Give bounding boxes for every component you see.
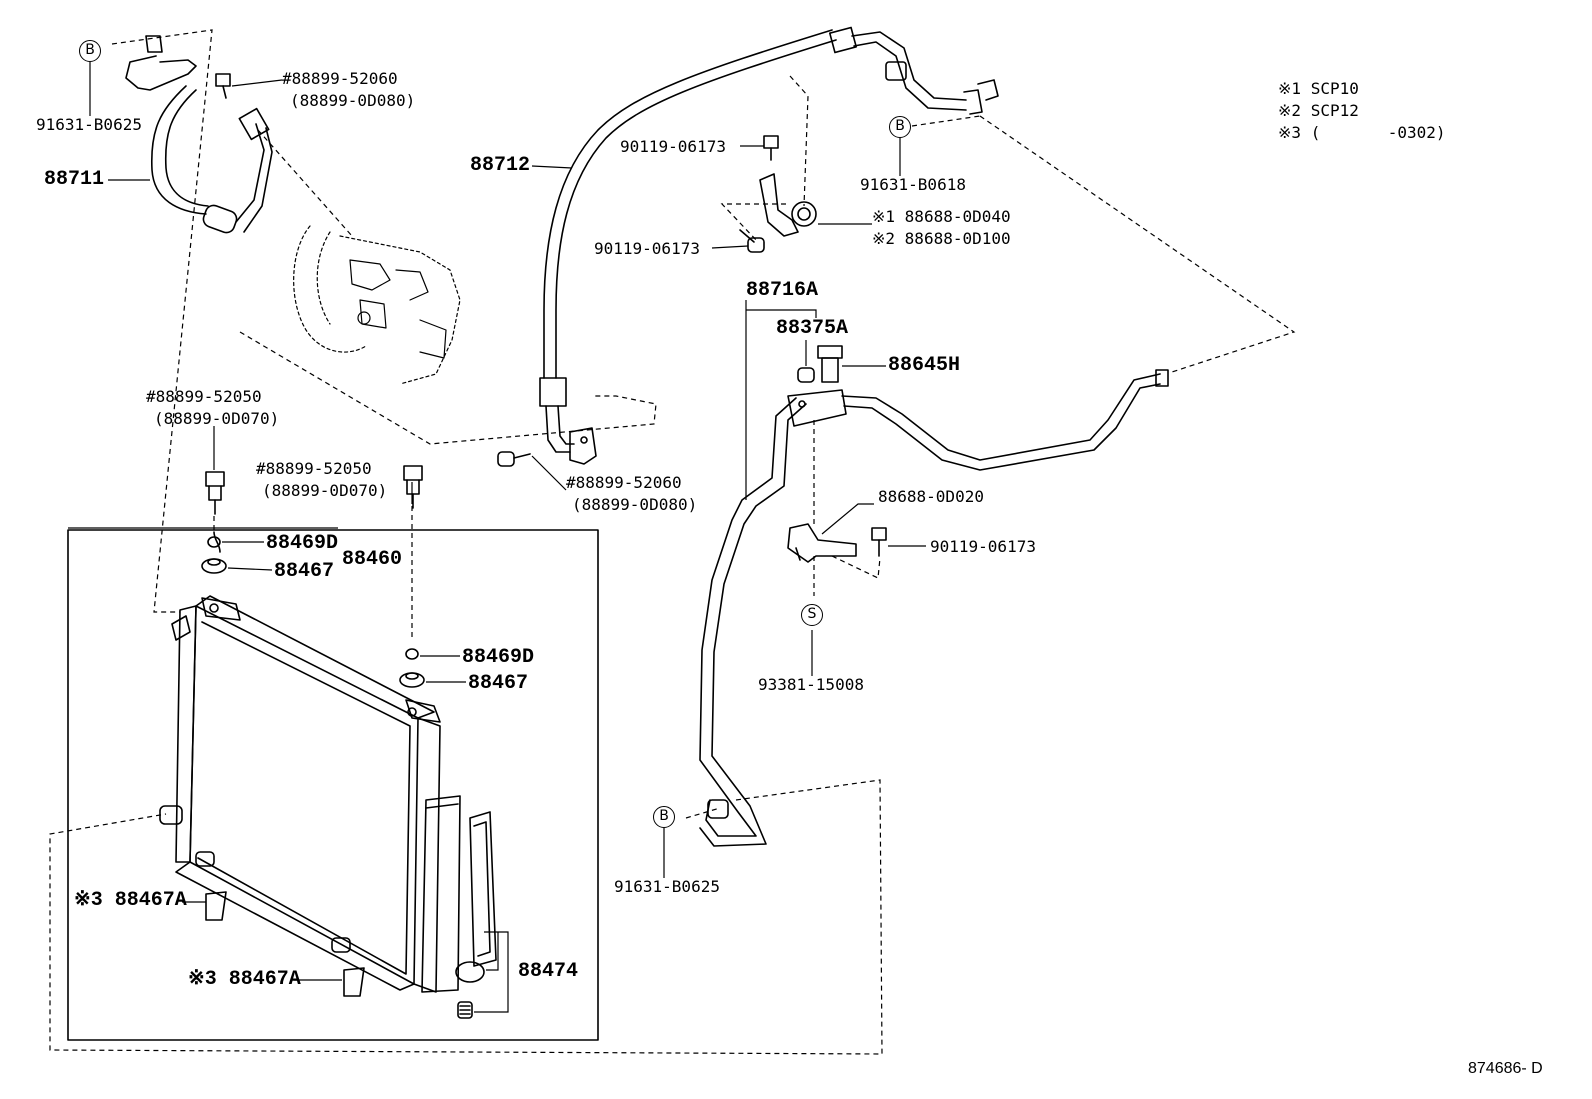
part-label: 90119-06173 xyxy=(594,239,700,258)
hose-clamp-88688-0d040 xyxy=(739,135,817,253)
receiver-88474 xyxy=(455,811,497,1019)
part-label: ※1 88688-0D040 xyxy=(872,207,1011,226)
legend-mark: ※1 xyxy=(1278,79,1302,98)
part-label: 88467 xyxy=(274,560,335,583)
legend-row-2: ※2 SCP12 xyxy=(1278,102,1359,120)
leader-88467-a xyxy=(227,567,273,571)
part-label: #88899-52050 xyxy=(256,459,372,478)
part-label: 88469D xyxy=(462,646,535,669)
dashed-link-b-right xyxy=(911,115,981,127)
leader-88474 xyxy=(474,931,509,1013)
reference-b-circle: B xyxy=(653,806,675,828)
part-label: 88375A xyxy=(776,317,849,340)
compressor-sketch xyxy=(293,225,461,385)
part-label: 93381-15008 xyxy=(758,675,864,694)
reference-b-circle: B xyxy=(79,40,101,62)
dashed-link-right-triangle xyxy=(979,115,1296,373)
part-label: 88645H xyxy=(888,354,961,377)
part-label: (88899-0D070) xyxy=(154,409,280,428)
part-label: 88467 xyxy=(468,672,529,695)
leader-88716a xyxy=(745,300,817,500)
bolts xyxy=(205,73,531,515)
suction-hose-88712 xyxy=(539,26,999,465)
dashed-link-b-bottom xyxy=(685,807,721,819)
part-label: (88899-0D070) xyxy=(262,481,388,500)
part-label: ※2 88688-0D100 xyxy=(872,229,1011,248)
dashed-link-hose-compressor xyxy=(257,129,353,237)
part-label: 88716A xyxy=(746,279,819,302)
legend-row-3: ※3 ( -0302) xyxy=(1278,124,1446,142)
part-label: 88474 xyxy=(518,960,579,983)
legend-mark: ※2 xyxy=(1278,101,1302,120)
part-label: 90119-06173 xyxy=(620,137,726,156)
leader-88712 xyxy=(531,165,573,169)
legend-text: SCP12 xyxy=(1310,101,1359,120)
reference-s-circle: S xyxy=(801,604,823,626)
part-label: #88899-52060 xyxy=(282,69,398,88)
part-label: 88469D xyxy=(266,532,339,555)
condenser-88460 xyxy=(159,531,461,997)
illustration-code: 874686- D xyxy=(1468,1060,1543,1077)
dashed-link-bottom-loop xyxy=(49,779,883,1055)
part-label: #88899-52060 xyxy=(566,473,682,492)
dashed-link-clamp-top xyxy=(789,75,809,207)
dashed-link-bracket-bolt xyxy=(831,555,881,579)
legend-mark: ※3 xyxy=(1278,123,1302,142)
part-label: 91631-B0618 xyxy=(860,175,966,194)
part-label: #88899-52050 xyxy=(146,387,262,406)
part-label: ※3 88467A xyxy=(188,968,301,991)
part-label: (88899-0D080) xyxy=(572,495,698,514)
bracket-88688-0d020 xyxy=(787,523,887,563)
legend-text: SCP10 xyxy=(1310,79,1359,98)
part-label: ※3 88467A xyxy=(74,889,187,912)
part-label: 88688-0D020 xyxy=(878,487,984,506)
leader-88899-52060-mid xyxy=(531,455,567,491)
part-label: 88460 xyxy=(342,548,403,571)
part-label: 91631-B0625 xyxy=(614,877,720,896)
discharge-hose-88711 xyxy=(125,35,273,234)
dashed-link-compressor-plane xyxy=(239,331,657,445)
legend-text: ( -0302) xyxy=(1310,123,1446,142)
part-label: 91631-B0625 xyxy=(36,115,142,134)
leader-88899-52060-top xyxy=(231,79,283,87)
part-label: 88711 xyxy=(44,168,105,191)
leader-88688-0d020 xyxy=(821,503,874,535)
dashed-link-clamp-bolt xyxy=(720,203,786,243)
part-label: (88899-0D080) xyxy=(290,91,416,110)
leader-90119-b xyxy=(711,245,749,249)
part-label: 88712 xyxy=(470,154,531,177)
condenser-assembly-frame xyxy=(67,529,599,1041)
legend-row-1: ※1 SCP10 xyxy=(1278,80,1359,98)
part-label: 90119-06173 xyxy=(930,537,1036,556)
reference-b-circle: B xyxy=(889,116,911,138)
liquid-tube-88716a xyxy=(699,345,1169,847)
